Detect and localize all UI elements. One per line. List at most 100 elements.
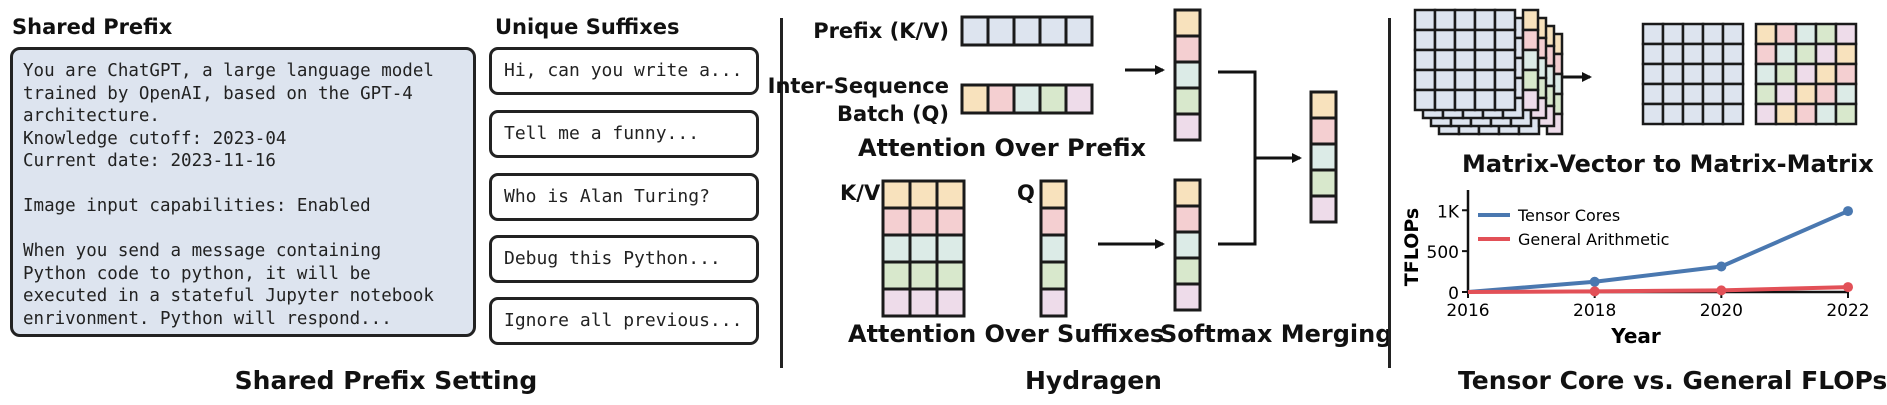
suffix-kv-cell: [935, 179, 966, 210]
legend-label: Tensor Cores: [1517, 206, 1620, 225]
mm-prefix-cell: [1661, 82, 1685, 106]
data-point: [1589, 286, 1600, 297]
mm-q-cell: [1834, 42, 1858, 66]
mm-prefix-cell: [1721, 82, 1745, 106]
mm-q-cell: [1814, 22, 1838, 46]
mm-prefix-cell: [1681, 82, 1705, 106]
stacked-matrix-cell: [1473, 48, 1497, 72]
stacked-matrix-cell: [1413, 48, 1437, 72]
suffix-kv-cell: [935, 260, 966, 291]
legend-label: General Arithmetic: [1518, 230, 1669, 249]
mm-q-cell: [1774, 42, 1798, 66]
stacked-matrix-cell: [1493, 88, 1517, 112]
stacked-matrix-cell: [1413, 88, 1437, 112]
stacked-matrix-cell: [1493, 8, 1517, 32]
data-point: [1843, 206, 1853, 217]
mm-prefix-cell: [1661, 102, 1685, 126]
matrix-cells: [881, 8, 1338, 318]
suffix-q-cell: [1039, 179, 1068, 210]
attention-over-suffixes-caption: Attention Over Suffixes: [848, 320, 1165, 348]
stacked-matrix-cell: [1433, 8, 1457, 32]
suffix-output-cell: [1173, 204, 1202, 234]
matrix-matrix-cells: [1413, 8, 1858, 136]
data-point: [1843, 282, 1853, 293]
stacked-matrix-cell: [1493, 68, 1517, 92]
stacked-matrix-cell: [1473, 8, 1497, 32]
suffix-output-cell: [1173, 230, 1202, 260]
suffix-box-2: Tell me a funny...: [489, 110, 759, 158]
stacked-vector-cell: [1521, 68, 1540, 92]
kv-label: K/V: [840, 181, 881, 205]
suffix-kv-cell: [881, 287, 912, 318]
series-line: [1467, 209, 1849, 294]
y-tick-label: 0: [1448, 284, 1459, 304]
stacked-matrix-cell: [1433, 88, 1457, 112]
stacked-vector-cell: [1521, 28, 1540, 52]
mm-prefix-cell: [1661, 62, 1685, 86]
x-axis-label: Year: [1610, 324, 1661, 348]
mm-q-cell: [1794, 82, 1818, 106]
suffix-q-cell: [1039, 233, 1068, 264]
y-tick-label: 500: [1427, 243, 1459, 263]
mm-prefix-cell: [1701, 42, 1725, 66]
hydragen-caption: Hydragen: [1025, 366, 1162, 395]
stacked-matrix-cell: [1453, 48, 1477, 72]
mm-q-cell: [1754, 102, 1778, 126]
x-tick-label: 2022: [1826, 301, 1869, 321]
mm-prefix-cell: [1681, 62, 1705, 86]
mm-prefix-cell: [1681, 42, 1705, 66]
matvec-caption: Matrix-Vector to Matrix-Matrix: [1462, 150, 1874, 178]
stacked-matrix-cell: [1453, 68, 1477, 92]
stacked-matrix-cell: [1473, 88, 1497, 112]
prefix-output-cell: [1173, 60, 1202, 90]
suffix-output-cell: [1173, 282, 1202, 312]
mm-q-cell: [1814, 42, 1838, 66]
suffix-output-cell: [1173, 178, 1202, 208]
mm-q-cell: [1814, 102, 1838, 126]
merged-output-cell: [1309, 194, 1338, 224]
suffix-kv-cell: [908, 260, 939, 291]
merged-output-cell: [1309, 168, 1338, 198]
stacked-matrix-cell: [1413, 8, 1437, 32]
prefix-output-cell: [1173, 112, 1202, 142]
suffix-kv-cell: [908, 287, 939, 318]
data-point: [1716, 285, 1727, 296]
x-tick-label: 2018: [1573, 301, 1616, 321]
suffix-q-cell: [1039, 206, 1068, 237]
mm-q-cell: [1794, 22, 1818, 46]
mm-prefix-cell: [1641, 82, 1665, 106]
stacked-matrix-cell: [1413, 68, 1437, 92]
merged-output-cell: [1309, 90, 1338, 120]
suffix-kv-cell: [935, 233, 966, 264]
mm-q-cell: [1774, 62, 1798, 86]
mm-prefix-cell: [1641, 62, 1665, 86]
softmax-merging-caption: Softmax Merging: [1160, 320, 1393, 348]
q-label: Q: [1017, 181, 1035, 205]
stacked-matrix-cell: [1433, 28, 1457, 52]
suffix-output-cell: [1173, 256, 1202, 286]
divider-left: [780, 18, 783, 368]
suffix-kv-cell: [881, 233, 912, 264]
batch-q-label: Batch (Q): [837, 102, 949, 126]
batch-q-cell: [986, 83, 1016, 115]
stacked-matrix-cell: [1453, 28, 1477, 52]
mm-prefix-cell: [1701, 22, 1725, 46]
mm-q-cell: [1834, 82, 1858, 106]
prefix-kv-cell: [1064, 15, 1094, 47]
suffix-box-1: Hi, can you write a...: [489, 47, 759, 95]
prefix-kv-label: Prefix (K/V): [813, 19, 949, 43]
mm-prefix-cell: [1681, 22, 1705, 46]
mm-q-cell: [1794, 102, 1818, 126]
suffix-kv-cell: [908, 179, 939, 210]
mm-q-cell: [1814, 62, 1838, 86]
data-point: [1716, 261, 1727, 272]
mm-q-cell: [1834, 62, 1858, 86]
prefix-output-cell: [1173, 34, 1202, 64]
series-line: [1467, 285, 1849, 294]
mm-prefix-cell: [1641, 22, 1665, 46]
mm-q-cell: [1814, 82, 1838, 106]
stacked-matrix-cell: [1413, 28, 1437, 52]
batch-q-cell: [1012, 83, 1042, 115]
mm-q-cell: [1774, 82, 1798, 106]
